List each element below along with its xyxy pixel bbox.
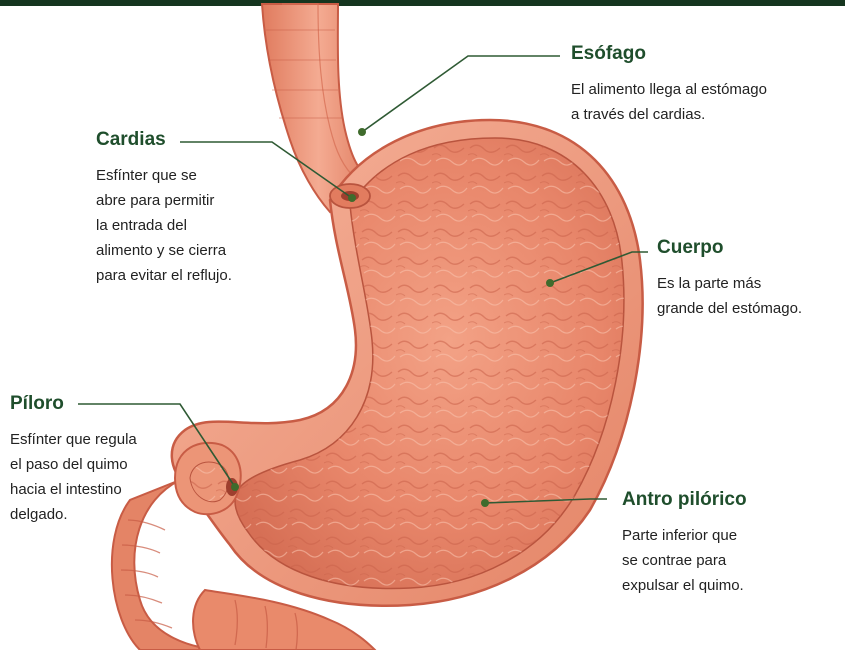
esofago-line: a través del cardias. xyxy=(571,106,705,123)
cardias-line: alimento y se cierra xyxy=(96,242,226,259)
cuerpo-line: grande del estómago. xyxy=(657,300,802,317)
esofago-marker xyxy=(358,128,366,136)
esofago-title: Esófago xyxy=(571,44,831,65)
piloro-line: delgado. xyxy=(10,506,68,523)
label-piloro: Píloro Esfínter que regula el paso del q… xyxy=(10,394,185,527)
label-cuerpo: Cuerpo Es la parte más grande del estóma… xyxy=(657,238,842,321)
cuerpo-line: Es la parte más xyxy=(657,275,761,292)
label-esofago: Esófago El alimento llega al estómago a … xyxy=(571,44,831,127)
esofago-line: El alimento llega al estómago xyxy=(571,81,767,98)
piloro-title: Píloro xyxy=(10,394,185,415)
cardias-line: la entrada del xyxy=(96,217,187,234)
antro-marker xyxy=(481,499,489,507)
cuerpo-description: Es la parte más grande del estómago. xyxy=(657,271,842,321)
label-cardias: Cardias Esfínter que se abre para permit… xyxy=(96,130,316,288)
piloro-line: el paso del quimo xyxy=(10,456,128,473)
cardias-line: para evitar el reflujo. xyxy=(96,267,232,284)
piloro-line: hacia el intestino xyxy=(10,481,122,498)
esofago-description: El alimento llega al estómago a través d… xyxy=(571,77,831,127)
cardias-description: Esfínter que se abre para permitir la en… xyxy=(96,163,316,288)
piloro-marker xyxy=(231,483,239,491)
piloro-line: Esfínter que regula xyxy=(10,431,137,448)
cardias-title: Cardias xyxy=(96,130,316,151)
cuerpo-marker xyxy=(546,279,554,287)
cardias-marker xyxy=(348,194,356,202)
antro-description: Parte inferior que se contrae para expul… xyxy=(622,523,837,598)
antro-line: se contrae para xyxy=(622,552,726,569)
antro-line: Parte inferior que xyxy=(622,527,737,544)
antro-line: expulsar el quimo. xyxy=(622,577,744,594)
cardias-line: abre para permitir xyxy=(96,192,214,209)
piloro-description: Esfínter que regula el paso del quimo ha… xyxy=(10,427,185,527)
cuerpo-title: Cuerpo xyxy=(657,238,842,259)
label-antro: Antro pilórico Parte inferior que se con… xyxy=(622,490,837,598)
cardias-line: Esfínter que se xyxy=(96,167,197,184)
antro-title: Antro pilórico xyxy=(622,490,837,511)
